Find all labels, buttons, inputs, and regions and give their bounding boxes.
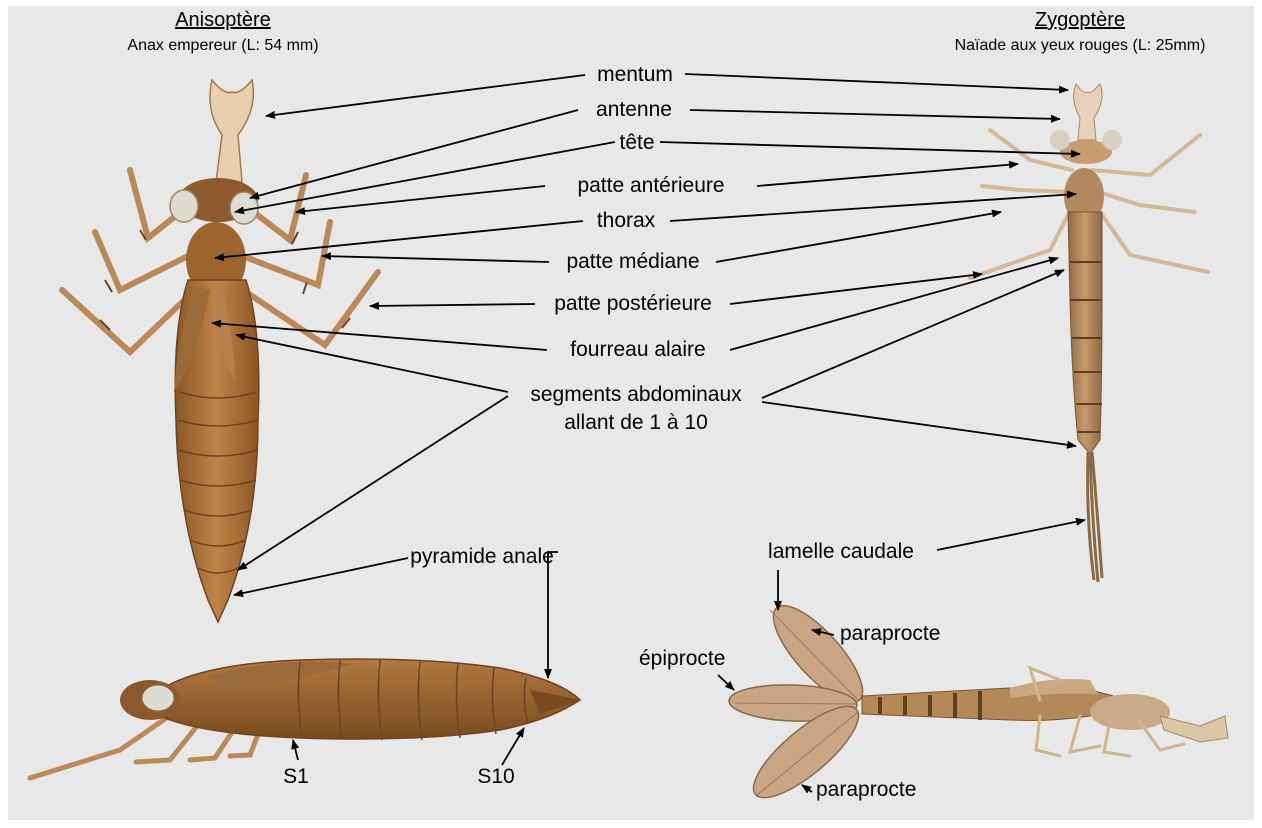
label-thorax: thorax [597, 210, 655, 231]
zygoptera-dorsal-larva [970, 84, 1208, 582]
label-patte-mediane: patte médiane [566, 251, 699, 272]
arrow-segments-lower-right [762, 402, 1076, 446]
arrow-fourreau-alaire-right [730, 258, 1058, 350]
arrow-segments-upper-right [762, 270, 1064, 398]
arrow-paraprocte-bottom [802, 785, 812, 792]
label-allant-de-1-a-10: allant de 1 à 10 [564, 412, 708, 433]
zygoptera-caudal-lamellae [1088, 452, 1102, 582]
label-segments-abdominaux: segments abdominaux [530, 384, 741, 405]
arrow-segments-lower-left [238, 396, 508, 570]
label-pyramide-anale: pyramide anale [410, 546, 554, 567]
arrow-patte-anterieure-left [296, 186, 545, 212]
anisoptera-lateral-larva [30, 659, 582, 778]
label-epiprocte: épiprocte [639, 648, 725, 669]
arrow-fourreau-alaire-left [212, 323, 547, 350]
label-mentum: mentum [597, 64, 673, 85]
arrow-patte-anterieure-right [757, 164, 1018, 186]
label-tete: tête [619, 132, 654, 153]
label-patte-posterieure: patte postérieure [554, 293, 712, 314]
anisoptera-subtitle: Anax empereur (L: 54 mm) [127, 38, 318, 54]
arrow-s1 [293, 740, 298, 760]
arrow-patte-mediane-right [716, 212, 1001, 262]
label-antenne: antenne [596, 99, 672, 120]
arrow-antenne-right [690, 110, 1060, 119]
arrow-s10 [502, 728, 524, 765]
arrow-antenne-left [250, 110, 578, 198]
label-paraprocte-top: paraprocte [840, 623, 940, 644]
label-fourreau-alaire: fourreau alaire [570, 339, 705, 360]
zygoptera-lateral-larva [728, 593, 1228, 811]
anisoptera-dorsal-larva [62, 80, 378, 622]
label-patte-anterieure: patte antérieure [577, 175, 724, 196]
arrow-pyramide-down [548, 552, 558, 678]
arrow-epiprocte [718, 675, 734, 690]
arrow-patte-posterieure-left [370, 304, 535, 306]
label-s1: S1 [283, 766, 309, 787]
anisoptera-title: Anisoptère [175, 10, 271, 30]
label-s10: S10 [477, 766, 514, 787]
arrow-tete-left [235, 142, 615, 212]
arrow-patte-mediane-left [322, 256, 549, 262]
zygoptera-title: Zygoptère [1035, 10, 1125, 30]
label-lamelle-caudale: lamelle caudale [768, 541, 914, 562]
arrow-mentum-right [685, 74, 1068, 90]
arrow-mentum-left [266, 75, 585, 116]
zygoptera-subtitle: Naïade aux yeux rouges (L: 25mm) [955, 38, 1206, 54]
arrow-thorax-right [670, 194, 1076, 221]
arrow-pyramide-left [234, 558, 408, 595]
arrow-lamelle-caudale-right [937, 520, 1085, 550]
label-paraprocte-bottom: paraprocte [816, 779, 916, 800]
